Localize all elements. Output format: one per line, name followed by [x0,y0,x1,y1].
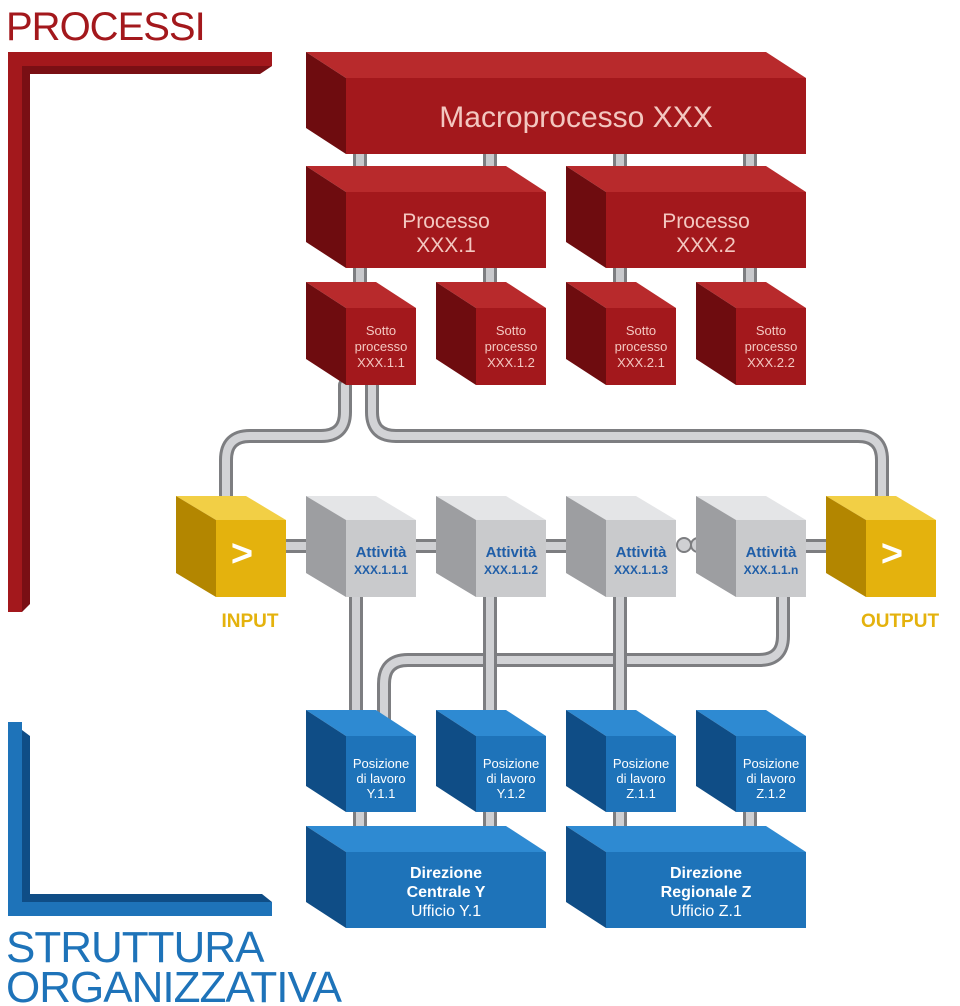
activity-4-line2: XXX.1.1.n [744,563,799,577]
output-cube: > [826,496,936,597]
subprocess-3-line3: XXX.2.1 [617,355,665,370]
struttura-heading-line1: STRUTTURA [6,923,265,972]
subprocess-1-line2: processo [355,339,408,354]
position-1-line3: Y.1.1 [367,786,396,801]
subprocess-box-1: Sotto processo XXX.1.1 [306,282,416,385]
input-label: INPUT [222,611,279,632]
activity-1-line2: XXX.1.1.1 [354,563,408,577]
subprocess-1-line3: XXX.1.1 [357,355,405,370]
position-box-1: Posizione di lavoro Y.1.1 [306,710,416,812]
activity-box-1: Attività XXX.1.1.1 [306,496,416,597]
activity-box-3: Attività XXX.1.1.3 [566,496,676,597]
activity-box-2: Attività XXX.1.1.2 [436,496,546,597]
process-2-line2: XXX.2 [676,234,736,257]
position-box-2: Posizione di lavoro Y.1.2 [436,710,546,812]
subprocess-4-line3: XXX.2.2 [747,355,795,370]
subprocess-3-line1: Sotto [626,323,656,338]
direction-2-line1: Direzione [670,865,742,882]
direction-2-line2: Regionale Z [661,884,752,901]
direction-box-1: Direzione Centrale Y Ufficio Y.1 [306,826,546,928]
activity-1-line1: Attività [356,544,407,561]
output-arrow-icon: > [881,533,903,575]
position-2-line2: di lavoro [486,771,535,786]
position-3-line1: Posizione [613,756,669,771]
direction-1-line2: Centrale Y [407,884,486,901]
subprocess-box-2: Sotto processo XXX.1.2 [436,282,546,385]
direction-1-line3: Ufficio Y.1 [411,903,481,920]
position-4-line1: Posizione [743,756,799,771]
position-1-line2: di lavoro [356,771,405,786]
subprocess-box-3: Sotto processo XXX.2.1 [566,282,676,385]
activity-3-line2: XXX.1.1.3 [614,563,668,577]
subprocess-3-line2: processo [615,339,668,354]
direction-2-line3: Ufficio Z.1 [670,903,742,920]
subprocess-4-line1: Sotto [756,323,786,338]
activity-3-line1: Attività [616,544,667,561]
struttura-heading-line2: ORGANIZZATIVA [6,963,343,1006]
subprocess-box-4: Sotto processo XXX.2.2 [696,282,806,385]
direction-box-2: Direzione Regionale Z Ufficio Z.1 [566,826,806,928]
subprocess-4-line2: processo [745,339,798,354]
activity-2-line1: Attività [486,544,537,561]
process-box-1: Processo XXX.1 [306,166,546,268]
struttura-bracket [8,722,272,916]
process-1-line1: Processo [402,210,490,233]
macroprocess-box: Macroprocesso XXX [306,52,806,154]
subprocess-1-line1: Sotto [366,323,396,338]
activity-4-line1: Attività [746,544,797,561]
input-cube: > [176,496,286,597]
position-box-3: Posizione di lavoro Z.1.1 [566,710,676,812]
macroprocess-label: Macroprocesso XXX [439,101,712,134]
output-label: OUTPUT [861,611,940,632]
direction-1-line1: Direzione [410,865,482,882]
position-1-line1: Posizione [353,756,409,771]
position-2-line3: Y.1.2 [497,786,526,801]
position-4-line2: di lavoro [746,771,795,786]
processi-heading: PROCESSI [6,5,205,49]
subprocess-2-line2: processo [485,339,538,354]
position-3-line2: di lavoro [616,771,665,786]
position-2-line1: Posizione [483,756,539,771]
input-arrow-icon: > [231,533,253,575]
position-4-line3: Z.1.2 [756,786,786,801]
process-1-line2: XXX.1 [416,234,476,257]
subprocess-2-line3: XXX.1.2 [487,355,535,370]
activity-2-line2: XXX.1.1.2 [484,563,538,577]
process-box-2: Processo XXX.2 [566,166,806,268]
activity-box-4: Attività XXX.1.1.n [696,496,806,597]
process-2-line1: Processo [662,210,750,233]
subprocess-2-line1: Sotto [496,323,526,338]
position-box-4: Posizione di lavoro Z.1.2 [696,710,806,812]
position-3-line3: Z.1.1 [626,786,656,801]
